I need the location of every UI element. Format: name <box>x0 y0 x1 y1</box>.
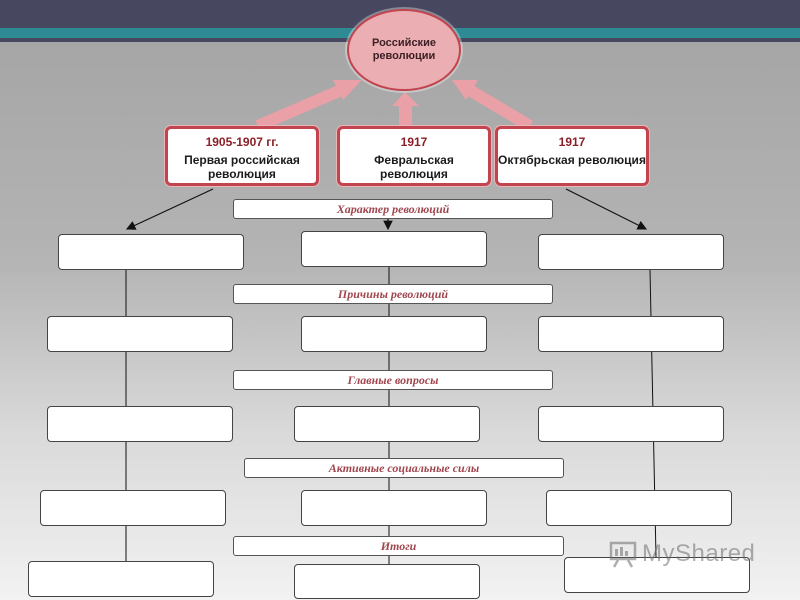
section-causes: Причины революций <box>233 284 553 304</box>
section-results: Итоги <box>233 536 564 556</box>
section-character: Характер революций <box>233 199 553 219</box>
arrow-left-to-center <box>255 82 349 132</box>
revolution-box-february: 1917 Февральская революция <box>337 126 491 186</box>
arrow-right-to-center <box>462 82 534 132</box>
cell-results-1905[interactable] <box>28 561 214 597</box>
arrow-col1 <box>125 188 214 230</box>
cell-causes-february[interactable] <box>301 316 487 352</box>
revolution-name: Февральская революция <box>374 153 454 181</box>
cell-character-1905[interactable] <box>58 234 244 270</box>
watermark-text: MyShared <box>642 540 756 567</box>
revolution-name: Октябрьская революция <box>498 153 646 167</box>
cell-results-february[interactable] <box>294 564 480 599</box>
cell-character-february[interactable] <box>301 231 487 267</box>
arrow-mid-shaft <box>399 104 412 126</box>
center-circle: Российские революции <box>347 9 461 91</box>
presentation-board-icon <box>609 541 637 568</box>
section-main-questions: Главные вопросы <box>233 370 553 390</box>
revolution-name: Первая российская революция <box>184 153 300 181</box>
cell-forces-february[interactable] <box>301 490 487 526</box>
arrow-col3 <box>565 188 648 230</box>
revolution-box-1905: 1905-1907 гг. Первая российская революци… <box>165 126 319 186</box>
section-social-forces: Активные социальные силы <box>244 458 564 478</box>
arrow-left-head <box>333 80 362 100</box>
cell-causes-1905[interactable] <box>47 316 233 352</box>
cell-questions-1905[interactable] <box>47 406 233 442</box>
revolution-years: 1917 <box>400 135 428 149</box>
center-title: Российские революции <box>372 37 436 62</box>
cell-forces-october[interactable] <box>546 490 732 526</box>
revolution-years: 1917 <box>558 135 586 149</box>
cell-questions-october[interactable] <box>538 406 724 442</box>
arrow-right-head <box>452 80 478 100</box>
cell-causes-october[interactable] <box>538 316 724 352</box>
revolution-box-october: 1917 Октябрьская революция <box>495 126 649 186</box>
cell-results-october[interactable] <box>564 557 750 593</box>
cell-questions-february[interactable] <box>294 406 480 442</box>
cell-forces-1905[interactable] <box>40 490 226 526</box>
arrow-mid-head <box>392 92 419 106</box>
cell-character-october[interactable] <box>538 234 724 270</box>
watermark: MyShared <box>608 536 768 572</box>
revolution-years: 1905-1907 гг. <box>205 135 279 149</box>
